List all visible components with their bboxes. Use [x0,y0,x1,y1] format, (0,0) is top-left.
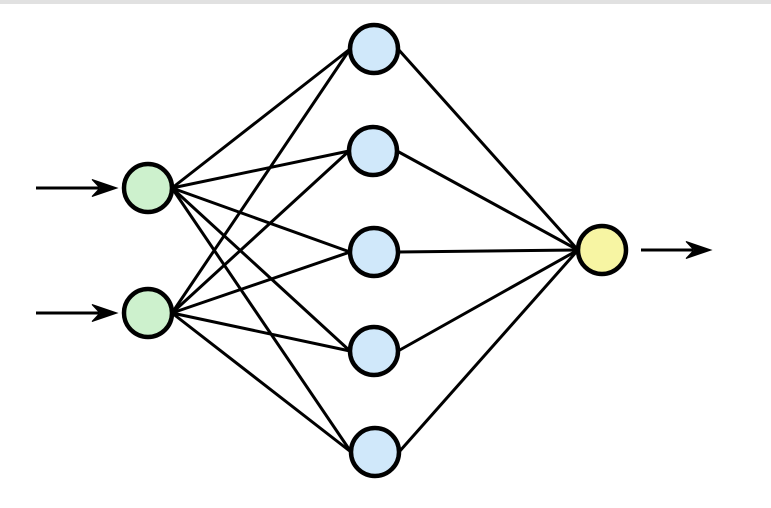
hidden-4-node [347,324,401,378]
edge-hidden-1-output-1 [396,47,580,252]
input-2-node [121,286,175,340]
edge-input-2-hidden-5 [171,311,352,454]
edge-hidden-4-output-1 [397,248,579,353]
input-arrow-1-head [91,179,119,197]
output-arrow-head [685,241,713,259]
hidden-5-node [348,425,402,479]
edge-hidden-5-output-1 [397,249,580,453]
edge-input-1-hidden-1 [171,47,351,190]
edge-input-1-hidden-3 [171,186,351,254]
hidden-1-node [347,22,401,76]
input-arrow-2-head [91,304,119,322]
edge-hidden-3-output-1 [397,248,579,254]
edge-input-2-hidden-4 [171,311,351,353]
edge-input-1-hidden-2 [171,149,350,190]
input-1-node [121,161,175,215]
hidden-2-node [346,124,400,178]
edge-input-1-hidden-5 [170,187,353,453]
hidden-3-node [347,225,401,279]
edge-input-2-hidden-1 [170,48,352,314]
edge-input-1-hidden-4 [170,186,352,353]
output-1-node [575,223,629,277]
edge-hidden-2-output-1 [396,149,579,252]
edge-input-2-hidden-3 [171,250,351,315]
edge-input-2-hidden-2 [170,149,351,315]
top-window-border [0,0,771,4]
